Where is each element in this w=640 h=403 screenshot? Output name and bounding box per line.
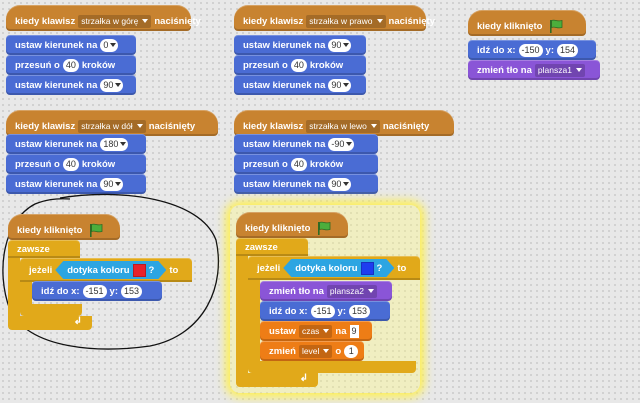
when-flag-clicked-hat[interactable]: kiedy kliknięto — [8, 214, 120, 240]
when-key-pressed-hat[interactable]: kiedy klawisz strzałka w górę naciśnięty — [6, 5, 201, 31]
steps-input[interactable]: 40 — [62, 157, 79, 171]
key-dropdown[interactable]: strzałka w dół — [78, 119, 146, 133]
backdrop-dropdown[interactable]: plansza2 — [326, 284, 377, 298]
touching-color-block[interactable]: dotyka koloru ? — [283, 259, 394, 277]
green-flag-icon — [90, 223, 103, 237]
if-block[interactable]: jeżeli dotyka koloru ? to — [248, 256, 420, 280]
point-direction-block[interactable]: ustaw kierunek na 0 — [6, 35, 136, 55]
point-direction-block[interactable]: ustaw kierunek na 90 — [234, 35, 366, 55]
if-block[interactable]: jeżeli dotyka koloru ? to — [20, 258, 192, 282]
touching-color-block[interactable]: dotyka koloru ? — [55, 261, 166, 279]
move-steps-block[interactable]: przesuń o 40 kroków — [6, 55, 136, 75]
y-input[interactable]: 154 — [557, 43, 579, 57]
key-dropdown[interactable]: strzałka w górę — [78, 14, 152, 28]
when-key-pressed-hat[interactable]: kiedy klawisz strzałka w dół naciśnięty — [6, 110, 218, 136]
direction-input[interactable]: 0 — [100, 38, 119, 52]
when-flag-clicked-hat[interactable]: kiedy kliknięto — [236, 212, 348, 238]
hand-drawn-circle — [2, 193, 220, 350]
set-variable-block[interactable]: ustaw czas na 9 — [260, 321, 372, 341]
forever-block[interactable]: zawsze — [236, 238, 308, 256]
point-direction-block[interactable]: ustaw kierunek na -90 — [234, 134, 378, 154]
move-steps-block[interactable]: przesuń o 40 kroków — [234, 154, 378, 174]
green-flag-icon — [318, 221, 331, 235]
direction-input[interactable]: 180 — [100, 137, 129, 151]
when-key-pressed-hat[interactable]: kiedy klawisz strzałka w lewo naciśnięty — [234, 110, 454, 136]
direction-input[interactable]: 90 — [328, 78, 352, 92]
point-direction-block[interactable]: ustaw kierunek na 180 — [6, 134, 146, 154]
go-to-xy-block[interactable]: idź do x: -151 y: 153 — [32, 281, 162, 301]
steps-input[interactable]: 40 — [62, 58, 79, 72]
direction-input[interactable]: 90 — [328, 38, 352, 52]
when-flag-clicked-hat[interactable]: kiedy kliknięto — [468, 10, 586, 36]
forever-end: ↲ — [8, 316, 92, 330]
steps-input[interactable]: 40 — [290, 58, 307, 72]
x-input[interactable]: -151 — [82, 284, 107, 298]
direction-input[interactable]: 90 — [100, 78, 124, 92]
direction-input[interactable]: -90 — [328, 137, 355, 151]
go-to-xy-block[interactable]: idź do x: -151 y: 153 — [260, 301, 390, 321]
steps-input[interactable]: 40 — [290, 157, 307, 171]
go-to-xy-block[interactable]: idź do x: -150 y: 154 — [468, 40, 596, 60]
x-input[interactable]: -151 — [310, 304, 335, 318]
y-input[interactable]: 153 — [121, 284, 143, 298]
forever-block[interactable]: zawsze — [8, 240, 80, 258]
change-variable-block[interactable]: zmień level o 1 — [260, 341, 364, 361]
variable-dropdown[interactable]: czas — [298, 324, 333, 338]
color-swatch[interactable] — [133, 264, 146, 277]
switch-backdrop-block[interactable]: zmień tło na plansza1 — [468, 60, 600, 80]
move-steps-block[interactable]: przesuń o 40 kroków — [6, 154, 146, 174]
if-arm — [20, 282, 32, 306]
when-key-pressed-hat[interactable]: kiedy klawisz strzałka w prawo naciśnięt… — [234, 5, 435, 31]
backdrop-dropdown[interactable]: plansza1 — [534, 63, 585, 77]
if-end — [248, 361, 416, 373]
change-by-input[interactable]: 1 — [344, 344, 359, 358]
if-end — [20, 304, 82, 316]
variable-dropdown[interactable]: level — [298, 344, 333, 358]
x-input[interactable]: -150 — [518, 43, 543, 57]
switch-backdrop-block[interactable]: zmień tło na plansza2 — [260, 281, 392, 301]
point-direction-block[interactable]: ustaw kierunek na 90 — [234, 75, 366, 95]
point-direction-block[interactable]: ustaw kierunek na 90 — [6, 174, 146, 194]
color-swatch[interactable] — [361, 262, 374, 275]
loop-arrow-icon: ↲ — [299, 373, 308, 384]
point-direction-block[interactable]: ustaw kierunek na 90 — [6, 75, 136, 95]
key-dropdown[interactable]: strzałka w prawo — [306, 14, 386, 28]
if-arm — [248, 280, 260, 364]
point-direction-block[interactable]: ustaw kierunek na 90 — [234, 174, 378, 194]
green-flag-icon — [550, 19, 563, 33]
forever-end: ↲ — [236, 373, 318, 387]
forever-arm — [8, 258, 20, 318]
value-input[interactable]: 9 — [349, 324, 359, 338]
y-input[interactable]: 153 — [349, 304, 371, 318]
key-dropdown[interactable]: strzałka w lewo — [306, 119, 380, 133]
direction-input[interactable]: 90 — [328, 177, 352, 191]
forever-arm — [236, 256, 248, 376]
direction-input[interactable]: 90 — [100, 177, 124, 191]
move-steps-block[interactable]: przesuń o 40 kroków — [234, 55, 366, 75]
loop-arrow-icon: ↲ — [73, 316, 82, 327]
